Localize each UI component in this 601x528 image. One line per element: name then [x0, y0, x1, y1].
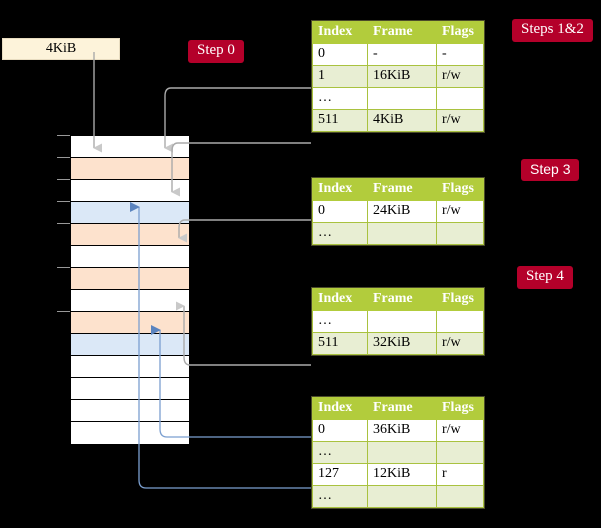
memory-row-8: [71, 312, 189, 334]
cell-flags: r/w: [436, 200, 484, 223]
frame-box-4kib: 4KiB: [2, 38, 120, 60]
cell-frame: 24KiB: [367, 200, 437, 223]
cell-flags: -: [436, 43, 484, 66]
memory-row-11: [71, 378, 189, 400]
cell-flags: [436, 485, 484, 508]
cell-flags: r: [436, 463, 484, 486]
memory-tick-1: [57, 157, 70, 158]
cell-flags: r/w: [436, 65, 484, 88]
cell-index: 1: [312, 65, 368, 88]
table-row: …: [312, 485, 484, 508]
memory-row-3: [71, 202, 189, 224]
cell-index: 511: [312, 332, 368, 355]
memory-tick-2: [57, 179, 70, 180]
column-header-index: Index: [312, 288, 368, 311]
cell-index: 0: [312, 419, 368, 442]
memory-row-1: [71, 158, 189, 180]
badge-step-3: Step 3: [521, 159, 580, 181]
cell-frame: 36KiB: [367, 419, 437, 442]
cell-index: 127: [312, 463, 368, 486]
memory-row-13: [71, 422, 189, 444]
wire-table2-row0-to-memory: [178, 219, 311, 243]
cell-flags: r/w: [436, 419, 484, 442]
cell-index: 0: [312, 200, 368, 223]
cell-frame: 32KiB: [367, 332, 437, 355]
cell-frame: -: [367, 43, 437, 66]
memory-row-4: [71, 224, 189, 246]
cell-flags: r/w: [436, 332, 484, 355]
frame-box-label: 4KiB: [45, 41, 77, 56]
cell-frame: [367, 87, 437, 110]
badge-steps-1-2: Steps 1&2: [512, 19, 593, 42]
cell-flags: [436, 222, 484, 245]
memory-row-5: [71, 246, 189, 268]
physical-memory-column: [70, 135, 190, 446]
cell-index: 511: [312, 109, 368, 132]
cell-frame: 12KiB: [367, 463, 437, 486]
cell-index: 0: [312, 43, 368, 66]
cell-index: …: [312, 441, 368, 464]
wire-memory-to-table3-row511: [176, 301, 311, 366]
badge-step-4: Step 4: [517, 266, 573, 289]
cell-index: …: [312, 310, 368, 333]
cell-index: …: [312, 87, 368, 110]
column-header-index: Index: [312, 178, 368, 201]
memory-row-10: [71, 356, 189, 378]
table-row: …: [312, 87, 484, 110]
column-header-flags: Flags: [436, 397, 484, 420]
cell-flags: r/w: [436, 109, 484, 132]
column-header-flags: Flags: [436, 21, 484, 44]
table-row: …: [312, 441, 484, 464]
cell-flags: [436, 87, 484, 110]
column-header-index: Index: [312, 21, 368, 44]
column-header-flags: Flags: [436, 178, 484, 201]
column-header-frame: Frame: [367, 397, 437, 420]
wire-table1-row511-to-memory: [171, 142, 311, 197]
table-row: 0--: [312, 43, 484, 66]
column-header-frame: Frame: [367, 288, 437, 311]
column-header-index: Index: [312, 397, 368, 420]
cell-frame: 4KiB: [367, 109, 437, 132]
memory-row-0: [71, 136, 189, 158]
cell-flags: [436, 310, 484, 333]
cell-frame: [367, 441, 437, 464]
memory-tick-4: [57, 223, 70, 224]
column-header-flags: Flags: [436, 288, 484, 311]
memory-row-9: [71, 334, 189, 356]
table-row: …: [312, 222, 484, 245]
memory-tick-0: [57, 135, 70, 136]
column-header-frame: Frame: [367, 21, 437, 44]
badge-step-0: Step 0: [188, 40, 244, 63]
cell-frame: [367, 310, 437, 333]
memory-tick-8: [57, 311, 70, 312]
table-row: …: [312, 310, 484, 333]
cell-flags: [436, 441, 484, 464]
memory-tick-3: [57, 201, 70, 202]
cell-frame: [367, 485, 437, 508]
cell-frame: [367, 222, 437, 245]
cell-frame: 16KiB: [367, 65, 437, 88]
memory-row-12: [71, 400, 189, 422]
memory-row-7: [71, 290, 189, 312]
memory-tick-6: [57, 267, 70, 268]
cell-index: …: [312, 485, 368, 508]
memory-row-6: [71, 268, 189, 290]
column-header-frame: Frame: [367, 178, 437, 201]
cell-index: …: [312, 222, 368, 245]
memory-row-2: [71, 180, 189, 202]
